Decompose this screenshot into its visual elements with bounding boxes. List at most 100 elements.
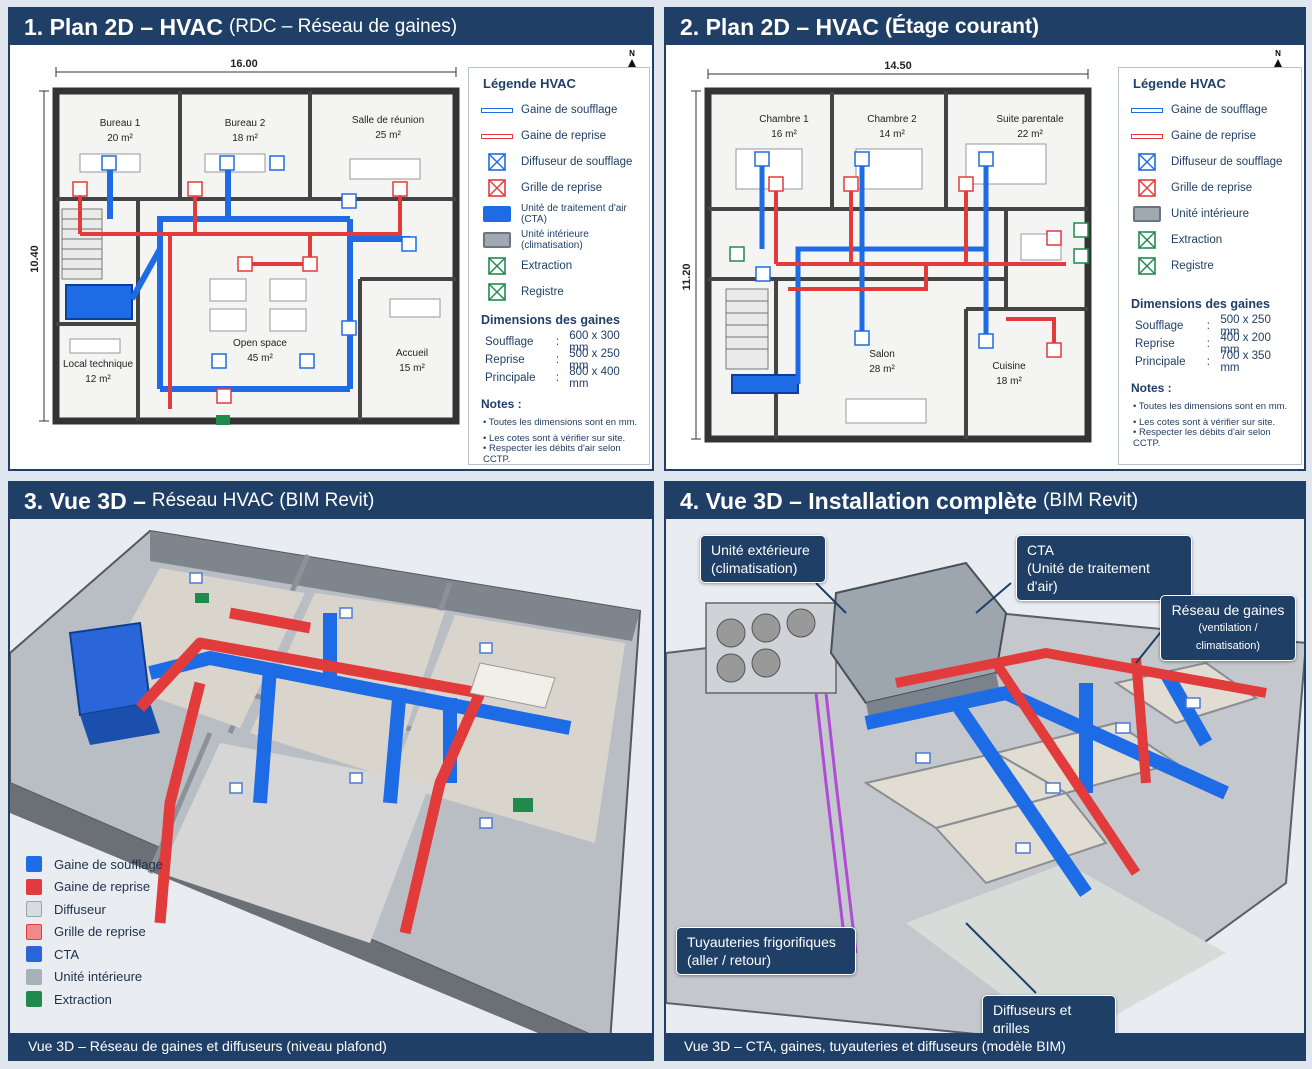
extraction-point (216, 415, 230, 425)
duct-dim-row: Reprise:400 x 200 mm (1135, 332, 1271, 356)
room-name: Bureau 1 (100, 118, 141, 129)
dim-width: 14.50 (884, 60, 912, 72)
panel-3d-installation: 4. Vue 3D – Installation complète (BIM R… (664, 481, 1306, 1061)
return-duct-icon (481, 133, 513, 139)
callout-refrigerant-pipes: Tuyauteries frigorifiques (aller / retou… (676, 927, 856, 975)
legend-3d-item: Grille de reprise (26, 921, 163, 944)
room-area: 25 m² (375, 130, 401, 141)
duct-dims-title: Dimensions des gaines (1131, 297, 1270, 311)
extraction-icon (488, 257, 506, 275)
dim-height: 11.20 (681, 264, 693, 291)
room-name: Salon (869, 349, 895, 360)
return-grille-icon (1138, 179, 1156, 197)
panel-3d-network: 3. Vue 3D – Réseau HVAC (BIM Revit) (8, 481, 654, 1061)
lower-wing-floor (906, 863, 1226, 1043)
supply-duct-icon (1131, 107, 1163, 113)
legend-3d-item: Unité intérieure (26, 966, 163, 989)
duct-dim-row: Soufflage:500 x 250 mm (1135, 314, 1271, 338)
legend-item: Extraction (1129, 227, 1291, 253)
outer-wall (52, 87, 460, 425)
panel-title-main: 1. Plan 2D – HVAC (24, 13, 223, 40)
dim-height: 10.40 (29, 245, 41, 273)
legend-hvac-rdc: Légende HVAC Gaine de soufflage Gaine de… (468, 67, 650, 465)
extraction-points (729, 222, 1089, 264)
legend-item: Registre (1129, 253, 1291, 279)
indoor-unit-icon (26, 968, 42, 985)
return-ducts-3d (895, 648, 1267, 876)
furniture (735, 143, 1062, 424)
damper-icon (488, 283, 506, 301)
legend-item: Unité intérieure (1129, 201, 1291, 227)
room-name: Cuisine (992, 361, 1026, 372)
duct-dim-row: Soufflage:600 x 300 mm (485, 330, 620, 354)
panel-title: 1. Plan 2D – HVAC (RDC – Réseau de gaine… (10, 9, 652, 45)
floor-plan-rdc: 16.00 10.40 (29, 49, 638, 425)
legend-3d-item: Gaine de reprise (26, 876, 163, 899)
diffusers (754, 151, 994, 349)
room-floor (390, 615, 625, 843)
legend-item: Grille de reprise (1129, 175, 1291, 201)
panel-plan-rdc: 1. Plan 2D – HVAC (RDC – Réseau de gaine… (8, 7, 654, 471)
supply-duct-icon (26, 856, 42, 873)
panel-title-main: 3. Vue 3D – (24, 487, 146, 514)
furniture (69, 153, 441, 354)
legend-item: Diffuseur de soufflage (479, 149, 639, 175)
dim-width: 16.00 (230, 58, 258, 70)
building-wall-back (150, 531, 640, 641)
indoor-unit-icon (483, 232, 511, 248)
room-area: 18 m² (996, 376, 1022, 387)
legend-item: Unité de traitement d'air (CTA) (479, 201, 639, 227)
return-grilles (72, 181, 408, 404)
return-ducts (774, 184, 1066, 349)
rooms-3d (863, 661, 1259, 885)
legend-item: Gaine de reprise (1129, 123, 1291, 149)
indoor-unit-icon (1133, 206, 1161, 222)
extraction-icon (26, 991, 42, 1008)
note-item: • Toutes les dimensions sont en mm. (1133, 400, 1288, 412)
note-item: • Les cotes sont à vérifier sur site. (1133, 416, 1276, 428)
panel-title: 2. Plan 2D – HVAC (Étage courant) (666, 9, 1304, 45)
room-area: 18 m² (232, 133, 258, 144)
legend-title: Légende HVAC (1133, 76, 1226, 91)
panel-title: 4. Vue 3D – Installation complète (BIM R… (666, 483, 1304, 519)
room-area: 12 m² (85, 374, 111, 385)
legend-3d-item: Gaine de soufflage (26, 853, 163, 876)
extraction-3d (195, 593, 533, 812)
legend-title: Légende HVAC (483, 76, 576, 91)
legend-item: Grille de reprise (479, 175, 639, 201)
meeting-table (469, 662, 556, 709)
diffuser-icon (26, 901, 42, 918)
room-area: 45 m² (247, 353, 273, 364)
open-space-floor (160, 743, 430, 943)
diffusers-3d (915, 697, 1201, 854)
supply-diffuser-icon (1138, 153, 1156, 171)
diffusers-3d (189, 572, 493, 829)
outdoor-units (705, 602, 837, 694)
extraction-icon (1138, 231, 1156, 249)
panel-title-main: 2. Plan 2D – HVAC (680, 13, 879, 40)
room-name: Local technique (63, 359, 133, 370)
panel-title-main: 4. Vue 3D – Installation complète (680, 487, 1038, 514)
room-area: 14 m² (879, 129, 905, 140)
supply-ducts (759, 159, 989, 384)
panel-title-sub: (BIM Revit) (1043, 490, 1139, 511)
panel-footer: Vue 3D – CTA, gaines, tuyauteries et dif… (666, 1033, 1304, 1059)
room-name: Bureau 2 (225, 118, 266, 129)
duct-dims-title: Dimensions des gaines (481, 313, 620, 327)
supply-duct-icon (481, 107, 513, 113)
return-grille-icon (26, 923, 42, 940)
room-name: Chambre 1 (759, 114, 809, 125)
room-area: 22 m² (1017, 129, 1043, 140)
cta-icon (483, 206, 511, 222)
notes-title: Notes : (1131, 381, 1172, 395)
room-name: Suite parentale (996, 114, 1064, 125)
legend-3d: Gaine de soufflage Gaine de reprise Diff… (26, 853, 163, 1011)
legend-item: Unité intérieure (climatisation) (479, 227, 639, 253)
panel-title-sub: (RDC – Réseau de gaines) (228, 16, 458, 37)
room-area: 28 m² (869, 364, 895, 375)
room-name: Accueil (396, 348, 428, 359)
callout-cta: CTA (Unité de traitement d'air) (1016, 535, 1192, 601)
duct-dim-row: Principale:700 x 350 mm (1135, 350, 1271, 374)
legend-3d-item: CTA (26, 943, 163, 966)
cta-icon (26, 946, 42, 963)
